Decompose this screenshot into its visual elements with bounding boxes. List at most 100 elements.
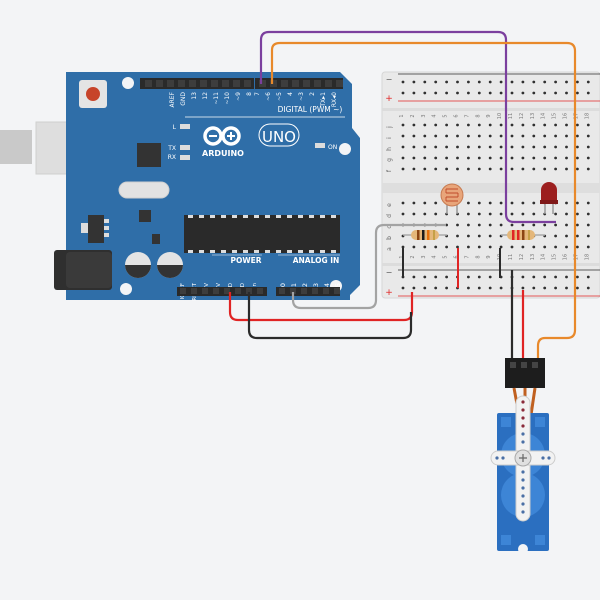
breadboard-hole[interactable] — [467, 234, 470, 238]
breadboard-hole[interactable] — [521, 245, 525, 249]
header-pin[interactable] — [323, 288, 329, 294]
reset-button[interactable] — [79, 80, 107, 108]
breadboard-hole[interactable] — [401, 201, 405, 205]
breadboard-hole[interactable] — [477, 123, 481, 127]
breadboard-hole[interactable] — [412, 123, 416, 127]
breadboard-hole[interactable] — [412, 145, 416, 149]
breadboard-hole[interactable] — [576, 275, 579, 279]
breadboard-hole[interactable] — [456, 145, 459, 149]
breadboard-hole[interactable] — [554, 212, 557, 216]
breadboard-hole[interactable] — [499, 286, 503, 290]
breadboard-hole[interactable] — [477, 275, 481, 279]
header-pin[interactable] — [224, 288, 230, 294]
breadboard-hole[interactable] — [412, 201, 416, 205]
breadboard-hole[interactable] — [423, 245, 427, 249]
breadboard-hole[interactable] — [565, 286, 568, 290]
breadboard-hole[interactable] — [434, 245, 438, 249]
breadboard-hole[interactable] — [532, 275, 536, 279]
breadboard-hole[interactable] — [445, 156, 448, 160]
breadboard-hole[interactable] — [510, 201, 514, 205]
breadboard-hole[interactable] — [488, 80, 492, 84]
micro-servo[interactable] — [490, 358, 556, 554]
breadboard-hole[interactable] — [586, 201, 590, 205]
breadboard-hole[interactable] — [532, 80, 536, 84]
header-pin[interactable] — [303, 80, 310, 87]
breadboard-hole[interactable] — [543, 91, 547, 95]
breadboard-hole[interactable] — [412, 156, 416, 160]
breadboard-hole[interactable] — [576, 123, 579, 127]
header-pin[interactable] — [145, 80, 152, 87]
header-pin[interactable] — [279, 288, 285, 294]
resistor-photoresistor[interactable] — [403, 230, 447, 240]
breadboard-hole[interactable] — [543, 167, 547, 171]
breadboard-hole[interactable] — [565, 80, 568, 84]
breadboard-hole[interactable] — [532, 201, 536, 205]
breadboard-hole[interactable] — [565, 134, 568, 138]
breadboard-hole[interactable] — [434, 286, 438, 290]
breadboard-hole[interactable] — [554, 167, 557, 171]
wire-gray-a1[interactable] — [291, 223, 446, 310]
breadboard-hole[interactable] — [423, 201, 427, 205]
breadboard-hole[interactable] — [543, 223, 547, 227]
breadboard-hole[interactable] — [543, 134, 547, 138]
breadboard-hole[interactable] — [576, 91, 579, 95]
breadboard-hole[interactable] — [423, 134, 427, 138]
breadboard-hole[interactable] — [412, 212, 416, 216]
breadboard-hole[interactable] — [401, 123, 405, 127]
breadboard-hole[interactable] — [488, 145, 492, 149]
breadboard-hole[interactable] — [521, 80, 525, 84]
breadboard-hole[interactable] — [467, 223, 470, 227]
breadboard-hole[interactable] — [423, 212, 427, 216]
breadboard-hole[interactable] — [412, 91, 416, 95]
breadboard-hole[interactable] — [477, 201, 481, 205]
breadboard-hole[interactable] — [456, 167, 459, 171]
breadboard-hole[interactable] — [467, 212, 470, 216]
breadboard-hole[interactable] — [565, 223, 568, 227]
breadboard-hole[interactable] — [576, 212, 579, 216]
breadboard-hole[interactable] — [565, 201, 568, 205]
breadboard-hole[interactable] — [477, 91, 481, 95]
breadboard-hole[interactable] — [499, 145, 503, 149]
breadboard-hole[interactable] — [412, 275, 416, 279]
breadboard-hole[interactable] — [467, 91, 470, 95]
header-pin[interactable] — [213, 288, 219, 294]
breadboard-hole[interactable] — [434, 275, 438, 279]
photoresistor[interactable] — [440, 183, 464, 214]
header-pin[interactable] — [312, 288, 318, 294]
wire-purple-pin7-led[interactable] — [259, 30, 556, 224]
header-pin[interactable] — [167, 80, 174, 87]
breadboard-hole[interactable] — [412, 134, 416, 138]
breadboard-hole[interactable] — [565, 91, 568, 95]
header-pin[interactable] — [202, 288, 208, 294]
header-pin[interactable] — [301, 288, 307, 294]
breadboard-hole[interactable] — [499, 123, 503, 127]
breadboard-hole[interactable] — [401, 212, 405, 216]
breadboard-hole[interactable] — [554, 80, 557, 84]
wire-black-gnd[interactable] — [247, 292, 413, 340]
breadboard-hole[interactable] — [434, 134, 438, 138]
breadboard-hole[interactable] — [576, 245, 579, 249]
breadboard-hole[interactable] — [467, 145, 470, 149]
breadboard-hole[interactable] — [467, 275, 470, 279]
breadboard-hole[interactable] — [521, 167, 525, 171]
breadboard-hole[interactable] — [467, 286, 470, 290]
breadboard-hole[interactable] — [543, 275, 547, 279]
breadboard[interactable]: − + − + 11223344556677889910101111121213… — [381, 71, 600, 299]
breadboard-hole[interactable] — [586, 245, 590, 249]
breadboard-hole[interactable] — [445, 167, 448, 171]
breadboard-hole[interactable] — [467, 80, 470, 84]
breadboard-hole[interactable] — [412, 167, 416, 171]
breadboard-hole[interactable] — [412, 245, 416, 249]
header-pin[interactable] — [334, 288, 340, 294]
breadboard-hole[interactable] — [401, 91, 405, 95]
breadboard-hole[interactable] — [477, 245, 481, 249]
breadboard-hole[interactable] — [576, 223, 579, 227]
breadboard-hole[interactable] — [488, 212, 492, 216]
breadboard-hole[interactable] — [565, 275, 568, 279]
breadboard-hole[interactable] — [467, 167, 470, 171]
header-pin[interactable] — [314, 80, 321, 87]
breadboard-hole[interactable] — [586, 275, 590, 279]
header-pin[interactable] — [292, 80, 299, 87]
breadboard-hole[interactable] — [565, 245, 568, 249]
breadboard-hole[interactable] — [401, 286, 405, 290]
